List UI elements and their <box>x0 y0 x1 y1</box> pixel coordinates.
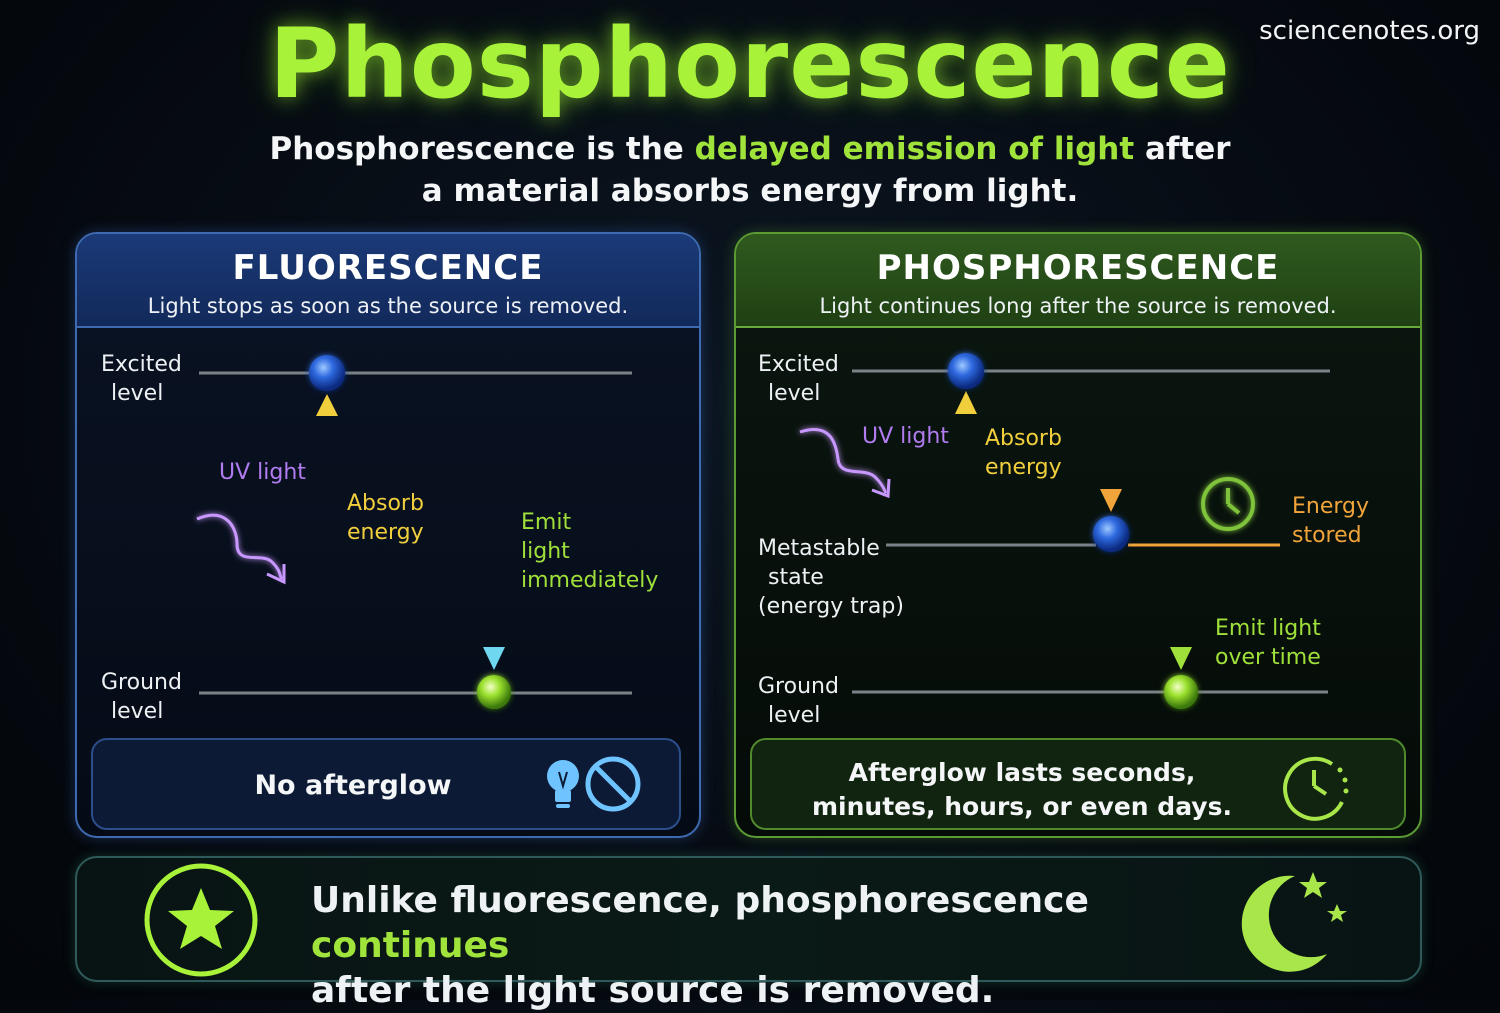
fluor-emit-arrowhead <box>483 647 505 670</box>
afterglow-clock-icon <box>1283 756 1349 821</box>
page-title: Phosphorescence <box>269 8 1231 120</box>
intro-line2: a material absorbs energy from light. <box>421 173 1079 209</box>
fluor-ground-electron <box>477 675 511 709</box>
phosphorescence-diagram <box>799 353 1330 709</box>
fluorescence-title: FLUORESCENCE <box>232 248 544 288</box>
fluorescence-header: FLUORESCENCE Light stops as soon as the … <box>77 234 699 328</box>
intro-text: Phosphorescence is the delayed emission … <box>150 128 1350 212</box>
star-icon <box>144 863 258 977</box>
phos-emit-arrowhead <box>1170 647 1192 670</box>
phos-uv-wave <box>799 428 888 494</box>
no-sign-icon <box>585 756 641 812</box>
fluor-uv-wave <box>196 513 284 581</box>
fluorescence-panel: FLUORESCENCE Light stops as soon as the … <box>75 232 701 838</box>
clock-icon <box>1201 477 1255 531</box>
phosphorescence-title: PHOSPHORESCENCE <box>876 248 1280 288</box>
phos-absorb-arrowhead <box>955 391 977 414</box>
summary-text: Unlike fluorescence, phosphorescence con… <box>311 880 1089 1011</box>
fluor-excited-electron <box>309 355 345 391</box>
phosphorescence-header: PHOSPHORESCENCE Light continues long aft… <box>736 234 1420 328</box>
site-credit: sciencenotes.org <box>1259 16 1480 46</box>
summary-banner: Unlike fluorescence, phosphorescence con… <box>75 856 1422 1011</box>
phosphorescence-subtitle: Light continues long after the source is… <box>819 294 1337 318</box>
phos-uv-label: UV light <box>862 424 949 449</box>
phos-uv-arrowhead <box>871 478 891 499</box>
phosphorescence-panel: PHOSPHORESCENCE Light continues long aft… <box>734 232 1422 838</box>
intro-part2: after <box>1134 131 1231 167</box>
afterglow-text: Afterglow lasts seconds,minutes, hours, … <box>812 758 1232 821</box>
fluor-uv-arrowhead <box>266 564 286 585</box>
phosphorescence-footer: Afterglow lasts seconds,minutes, hours, … <box>750 738 1406 830</box>
lightbulb-icon <box>547 760 579 808</box>
fluor-uv-label: UV light <box>219 460 306 485</box>
no-afterglow-text: No afterglow <box>254 770 452 801</box>
moon-icon <box>1241 872 1347 972</box>
intro-highlight: delayed emission of light <box>694 131 1135 167</box>
intro-part1: Phosphorescence is the <box>269 131 695 167</box>
phos-trapped-electron <box>1093 516 1129 552</box>
fluorescence-diagram <box>196 355 632 709</box>
phos-ground-electron <box>1164 675 1198 709</box>
fluorescence-footer: No afterglow <box>91 738 681 830</box>
fluor-footer-icons <box>547 756 641 812</box>
phos-excited-electron <box>948 353 984 389</box>
fluorescence-subtitle: Light stops as soon as the source is rem… <box>147 294 629 318</box>
phos-trap-arrowhead <box>1100 489 1122 512</box>
fluor-absorb-arrowhead <box>316 394 338 416</box>
